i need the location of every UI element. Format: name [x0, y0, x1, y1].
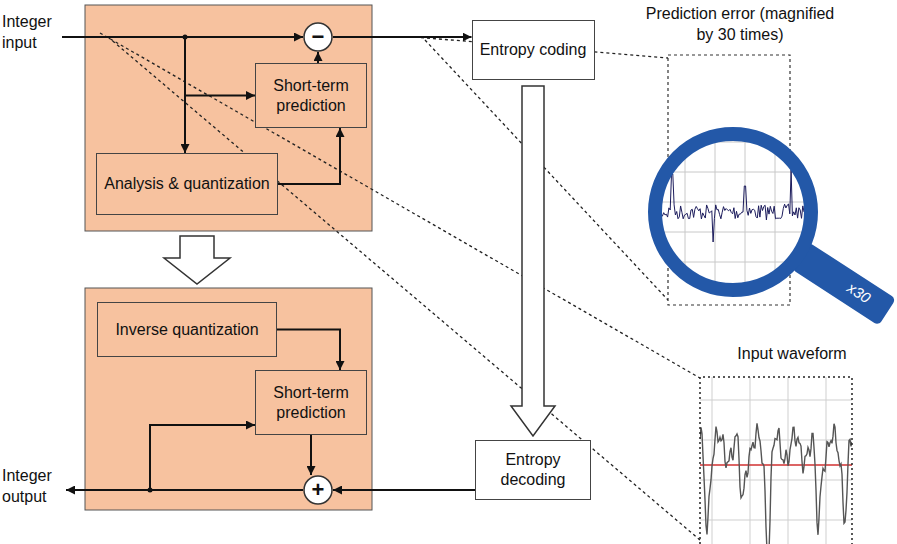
output-wire: [66, 489, 150, 491]
node-text: Inverse quantization: [115, 320, 258, 340]
callout-label: Input waveform: [727, 344, 857, 365]
waveform-frame: [700, 377, 852, 544]
callout-label: Prediction error (magnified by 30 times): [640, 4, 840, 46]
decoder-panel: [85, 288, 372, 510]
node-text: Short-term prediction: [262, 383, 360, 423]
analysis-box: Analysis & quantization: [96, 153, 278, 215]
signal-arrow: [278, 128, 340, 184]
node-text: Entropy coding: [480, 40, 587, 60]
hollow-arrow: [164, 236, 230, 284]
node-text: Analysis & quantization: [104, 174, 269, 194]
inverse-quantization-box: Inverse quantization: [97, 302, 277, 357]
leader-lines: [100, 33, 700, 540]
magnification-label: x30: [836, 273, 882, 312]
hollow-arrow: [511, 86, 555, 436]
subtract-junction: −: [303, 22, 333, 52]
lens-grid: [650, 130, 815, 295]
magnifier-handle: [791, 242, 896, 325]
waveform-grid: [700, 377, 852, 544]
signal-arrow: [333, 36, 472, 38]
zero-line: [700, 464, 852, 466]
input-branch: [185, 95, 255, 97]
prediction-error-waveform: [652, 170, 813, 242]
signal-arrow: [317, 52, 319, 63]
junction-dot: [148, 488, 153, 493]
io-label: Integer input: [2, 12, 68, 54]
encoder-panel: [85, 5, 372, 231]
prediction-box: Short-term prediction: [255, 63, 367, 128]
junction-dot: [183, 35, 188, 40]
io-label: Integer output: [2, 466, 68, 508]
signal-arrow: [277, 330, 340, 371]
node-text: Short-term prediction: [262, 76, 360, 116]
signal-arrow: [310, 435, 312, 475]
node-text: +: [312, 479, 325, 501]
signal-arrow: [333, 489, 475, 491]
input-waveform: [700, 423, 852, 544]
node-text: Entropy decoding: [476, 450, 590, 490]
entropy-decoding-box: Entropy decoding: [475, 440, 591, 500]
prediction-box: Short-term prediction: [255, 370, 367, 435]
node-text: −: [312, 26, 325, 48]
magnifier-ring: [655, 134, 811, 290]
entropy-coding-box: Entropy coding: [472, 20, 595, 80]
add-junction: +: [303, 475, 333, 505]
